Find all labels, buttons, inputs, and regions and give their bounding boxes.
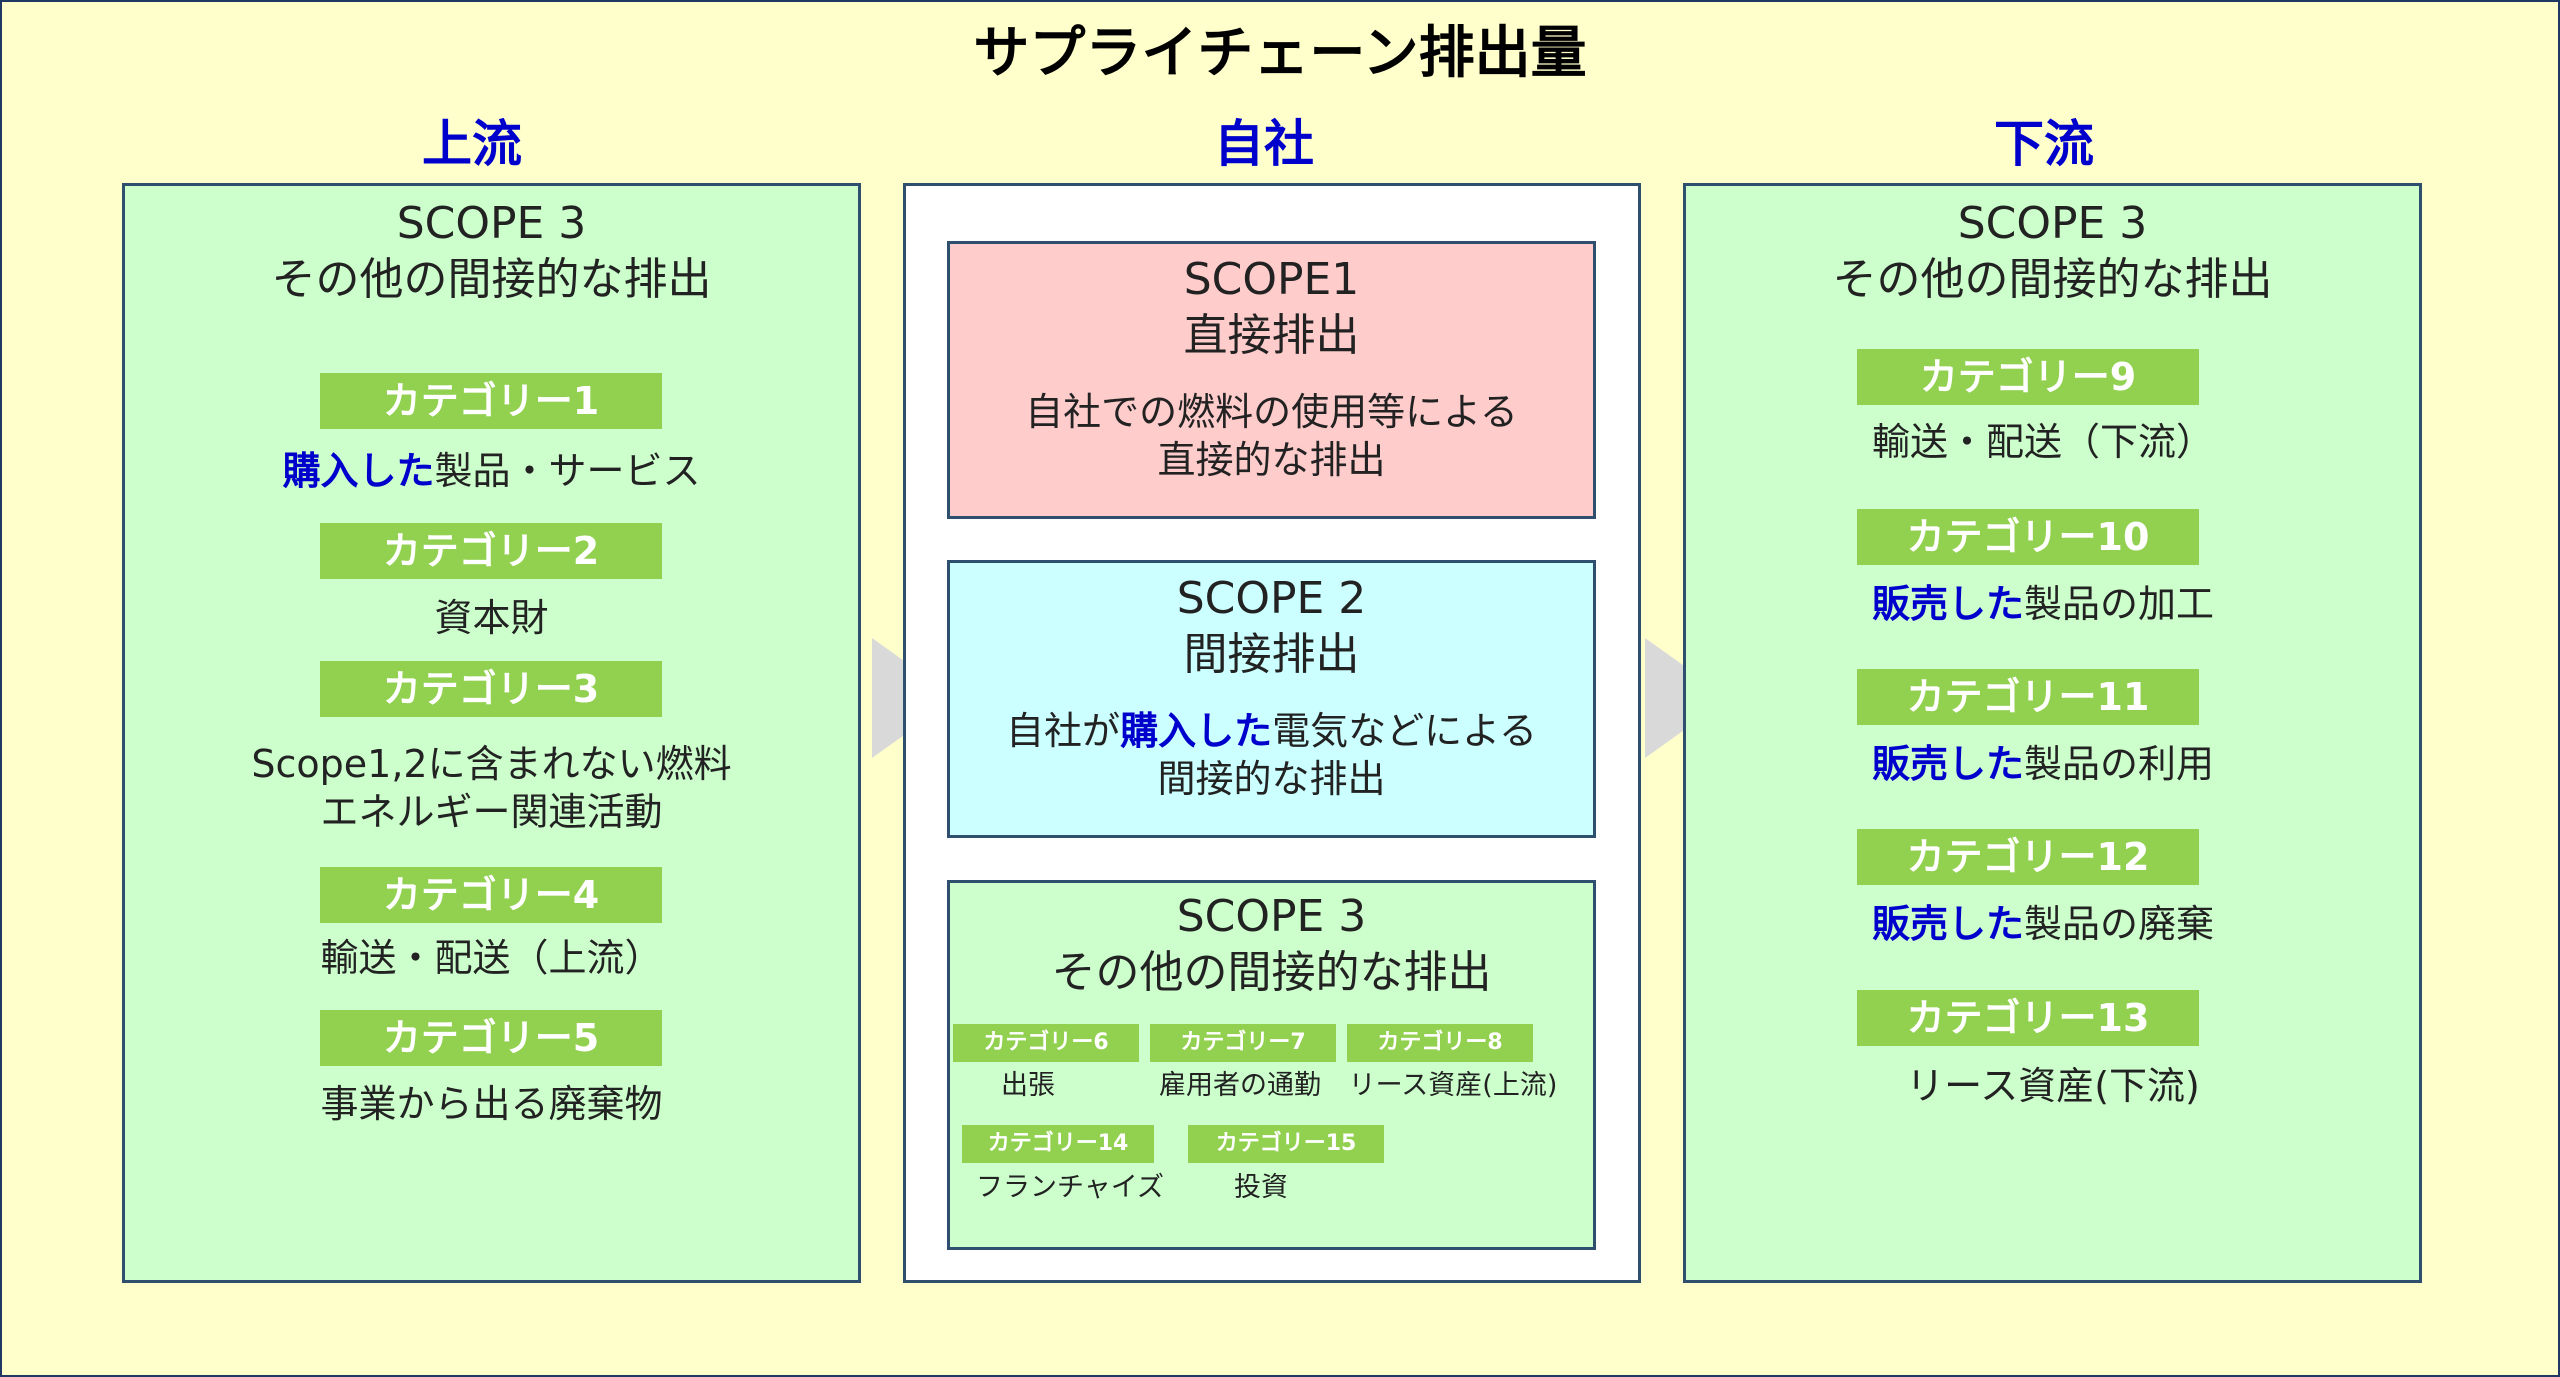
highlight-text: 購入した [1120, 709, 1273, 753]
category-text: 製品の廃棄 [2024, 902, 2215, 946]
category-14-description: フランチャイズ [976, 1172, 1164, 1203]
category-12-description: 販売した製品の廃棄 [1683, 900, 2403, 948]
category-4-badge: カテゴリー4 [320, 867, 662, 923]
category-3-badge: カテゴリー3 [320, 661, 662, 717]
category-3-description: Scope1,2に含まれない燃料 [251, 742, 732, 786]
category-9-description: 輸送・配送（下流） [1871, 420, 2214, 464]
category-7-badge: カテゴリー7 [1150, 1024, 1336, 1062]
upstream-panel: SCOPE 3 その他の間接的な排出 [122, 183, 861, 1283]
scope2-desc-post: 電気などによる [1272, 709, 1537, 753]
scope1-title: SCOPE1 [1183, 254, 1360, 305]
highlight-text: 購入した [282, 449, 435, 493]
category-1-description: 購入した製品・サービス [122, 447, 861, 495]
scope2-desc-pre: 自社が [1006, 709, 1121, 753]
scope2-description-line2: 間接的な排出 [1157, 757, 1386, 801]
category-12-badge: カテゴリー12 [1857, 829, 2199, 885]
scope1-subtitle: 直接排出 [1183, 310, 1360, 361]
category-9-badge: カテゴリー9 [1857, 349, 2199, 405]
category-2-badge: カテゴリー2 [320, 523, 662, 579]
scope1-description-line2: 直接的な排出 [1157, 438, 1386, 482]
category-11-badge: カテゴリー11 [1857, 669, 2199, 725]
category-4-description: 輸送・配送（上流） [320, 936, 663, 980]
downstream-panel: SCOPE 3 その他の間接的な排出 [1683, 183, 2422, 1283]
category-13-description: リース資産(下流) [1906, 1064, 2200, 1108]
upstream-scope-title: SCOPE 3 [396, 198, 587, 249]
column-heading-downstream: 下流 [1994, 115, 2094, 173]
category-14-badge: カテゴリー14 [962, 1125, 1154, 1163]
column-heading-company: 自社 [1214, 115, 1314, 173]
category-13-badge: カテゴリー13 [1857, 990, 2199, 1046]
category-7-description: 雇用者の通勤 [1159, 1070, 1321, 1101]
column-heading-upstream: 上流 [422, 115, 522, 173]
category-6-badge: カテゴリー6 [953, 1024, 1139, 1062]
downstream-scope-subtitle: その他の間接的な排出 [1832, 254, 2273, 305]
category-10-description: 販売した製品の加工 [1683, 580, 2403, 628]
category-5-description: 事業から出る廃棄物 [320, 1082, 663, 1126]
category-3-description-line2: エネルギー関連活動 [320, 790, 663, 834]
scope2-subtitle: 間接排出 [1183, 629, 1360, 680]
category-text: 製品の加工 [2024, 582, 2215, 626]
category-6-description: 出張 [1001, 1070, 1055, 1101]
category-11-description: 販売した製品の利用 [1683, 740, 2403, 788]
highlight-text: 販売した [1871, 902, 2024, 946]
highlight-text: 販売した [1871, 742, 2024, 786]
downstream-scope-title: SCOPE 3 [1957, 198, 2148, 249]
scope3-company-box: SCOPE 3 その他の間接的な排出 [947, 880, 1596, 1250]
category-2-description: 資本財 [434, 596, 549, 640]
category-text: 製品・サービス [434, 449, 701, 493]
category-5-badge: カテゴリー5 [320, 1010, 662, 1066]
upstream-scope-subtitle: その他の間接的な排出 [271, 254, 712, 305]
scope1-box: SCOPE1 直接排出 自社での燃料の使用等による 直接的な排出 [947, 241, 1596, 519]
category-1-badge: カテゴリー1 [320, 373, 662, 429]
scope2-box: SCOPE 2 間接排出 自社が購入した電気などによる 間接的な排出 [947, 560, 1596, 838]
scope3-company-subtitle: その他の間接的な排出 [1051, 947, 1492, 998]
category-text: 製品の利用 [2024, 742, 2215, 786]
highlight-text: 販売した [1871, 582, 2024, 626]
category-8-description: リース資産(上流) [1348, 1070, 1558, 1101]
scope1-description: 自社での燃料の使用等による [1025, 390, 1518, 434]
category-15-description: 投資 [1234, 1172, 1288, 1203]
category-8-badge: カテゴリー8 [1347, 1024, 1533, 1062]
scope3-company-title: SCOPE 3 [1176, 891, 1367, 942]
diagram-title: サプライチェーン排出量 [973, 21, 1587, 86]
scope2-title: SCOPE 2 [1176, 573, 1367, 624]
category-15-badge: カテゴリー15 [1188, 1125, 1384, 1163]
category-10-badge: カテゴリー10 [1857, 509, 2199, 565]
scope2-description: 自社が購入した電気などによる [950, 707, 1593, 755]
